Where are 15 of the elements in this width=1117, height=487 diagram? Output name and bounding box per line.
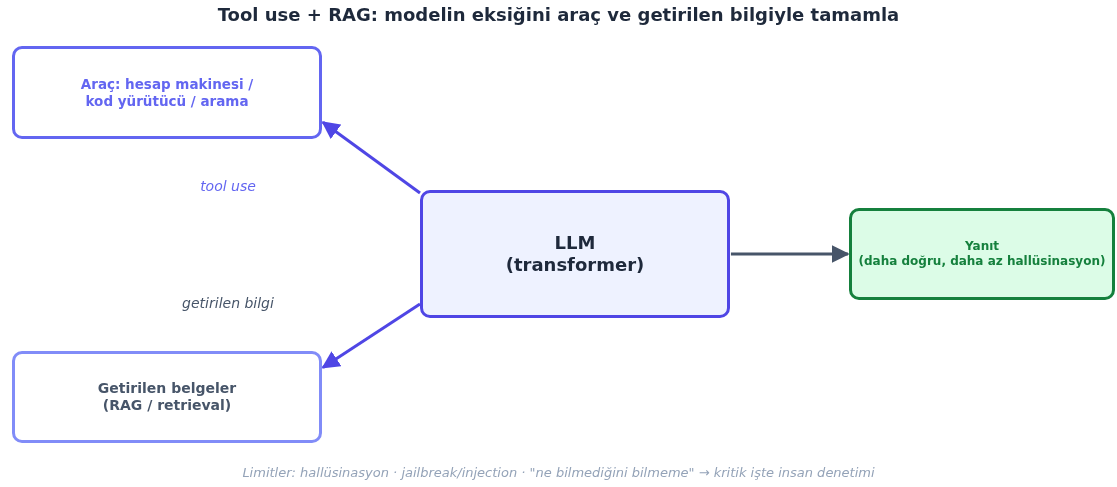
node-label: Getirilen belgeler (RAG / retrieval) [97,379,237,415]
process-box [849,208,1115,300]
arrow [321,121,421,195]
node-label: LLM (transformer) [505,231,645,277]
node-label: Araç: hesap makinesi / kod yürütücü / arama [80,75,254,110]
process-box [420,190,730,318]
arrow [321,302,421,369]
caption: Limitler: hallüsinasyon · jailbreak/injection · "ne bilmediğini bilmeme" → kritik işte insan denetimi [242,465,875,480]
flow-note: tool use [198,178,258,194]
process-box [12,46,322,139]
arrow [730,245,850,263]
process-box [12,351,322,443]
diagram-title: Tool use + RAG: modelin eksiğini araç ve getirilen bilgiyle tamamla [217,4,900,25]
node-label: Yanıt (daha doğru, daha az hallüsinasyon) [858,239,1106,269]
flow-note: getirilen bilgi [180,295,276,311]
